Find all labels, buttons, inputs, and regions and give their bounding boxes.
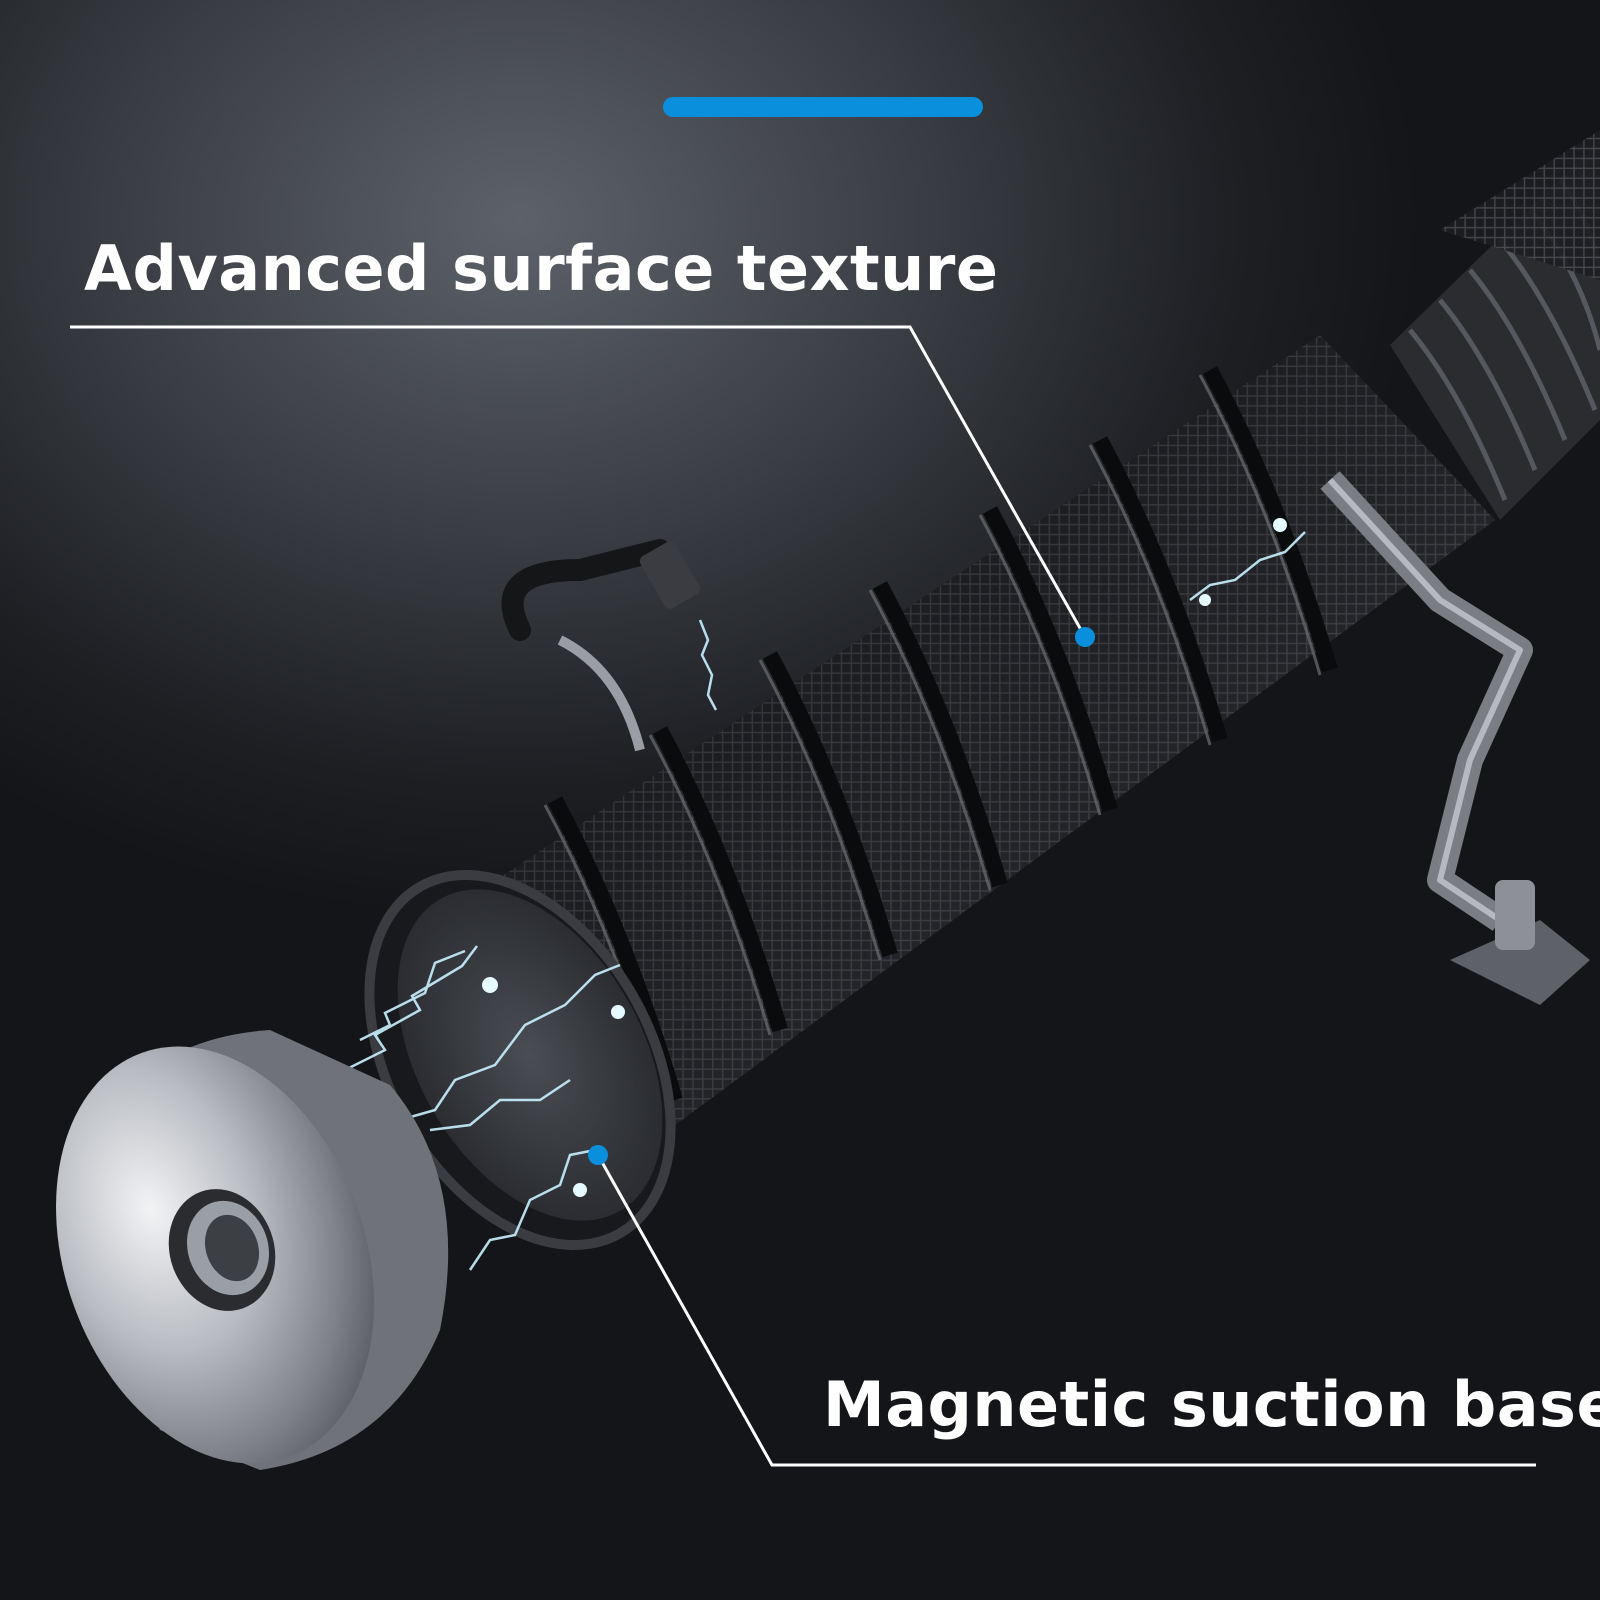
left-cable-clip (501, 539, 701, 752)
spark (344, 531, 1306, 1271)
right-arm (1320, 471, 1590, 1005)
knurled-handle (390, 335, 1495, 1210)
callout-label-magnetic-base: Magnetic suction base (823, 1368, 1600, 1441)
magnet-ring (56, 1030, 449, 1470)
callout-line-bottom (596, 1154, 1536, 1467)
spark-glow (482, 518, 1287, 1197)
callout-dot (1075, 627, 1095, 647)
callout-line-top (70, 325, 1087, 638)
accent-bar (663, 97, 983, 117)
threaded-rear-section (1390, 130, 1600, 520)
callout-dot (588, 1145, 608, 1165)
callout-label-surface-texture: Advanced surface texture (84, 232, 999, 305)
